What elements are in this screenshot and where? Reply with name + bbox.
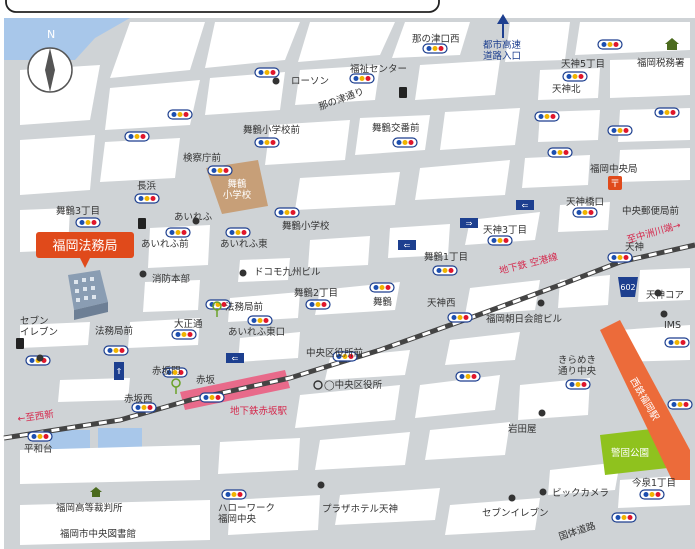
label-maizuru-1: 舞鶴1丁目 bbox=[424, 251, 468, 263]
label-plaza-hotel: プラザホテル天神 bbox=[322, 503, 398, 515]
nishitetsu-line bbox=[600, 320, 690, 480]
label-airenfu-mae: あいれふ前 bbox=[141, 238, 189, 250]
label-akasaka: 赤坂 bbox=[196, 375, 216, 386]
traffic-signals bbox=[25, 39, 693, 523]
label-maizuru-koban-mae: 舞鶴交番前 bbox=[372, 122, 420, 134]
label-tenjin: 天神 bbox=[625, 241, 644, 253]
label-keigo-park: 警固公園 bbox=[611, 447, 649, 459]
subway-exit-icon-2 bbox=[171, 378, 181, 394]
label-seven-eleven-w: セブンイレブン bbox=[20, 315, 58, 338]
label-tenjin-kita: 天神北 bbox=[552, 83, 581, 95]
label-maizuru-school: 舞鶴小学校 bbox=[223, 178, 252, 201]
label-kensatsu-mae: 検察庁前 bbox=[183, 152, 221, 164]
court-icon bbox=[90, 487, 102, 497]
label-airenfu: あいれふ bbox=[174, 212, 213, 223]
compass-n-label: N bbox=[47, 28, 55, 41]
label-tenjin-3: 天神3丁目 bbox=[483, 224, 527, 236]
label-subway-akasaka: 地下鉄赤坂駅 bbox=[230, 405, 288, 417]
city-hall-marker-icon bbox=[313, 380, 323, 390]
label-fukuoka-zeimusho: 福岡税務署 bbox=[637, 57, 685, 69]
one-way-arrows: ⇒ ⇐ ⇐ ⇐ ⇑ bbox=[114, 200, 534, 380]
label-hello-work: ハローワーク福岡中央 bbox=[218, 503, 275, 525]
svg-text:⇐: ⇐ bbox=[404, 241, 411, 250]
label-houmukyoku-mae: 法務局前 bbox=[225, 301, 263, 313]
svg-text:⇐: ⇐ bbox=[232, 354, 239, 363]
label-fukushi-center: 福祉センター bbox=[350, 63, 407, 75]
label-seven-eleven-s: セブンイレブン bbox=[482, 507, 549, 519]
legal-bureau-label: 福岡法務局 bbox=[52, 239, 117, 254]
label-heiwadai: 平和台 bbox=[24, 443, 53, 455]
label-koutou-saibansho: 福岡高等裁判所 bbox=[56, 502, 123, 514]
label-maizuru-2: 舞鶴2丁目 bbox=[294, 287, 338, 299]
city-blocks bbox=[20, 22, 690, 545]
label-nagahama: 長浜 bbox=[137, 181, 157, 192]
legal-bureau-pointer-icon bbox=[80, 258, 90, 268]
label-airenfu-higashi: あいれふ東 bbox=[220, 238, 268, 250]
label-maizuru-shogakko-mae: 舞鶴小学校前 bbox=[243, 124, 300, 136]
label-akasakamon: 赤坂門 bbox=[152, 366, 181, 377]
label-akasaka-nishi: 赤坂西 bbox=[124, 394, 153, 405]
label-chuo-toshokan: 福岡市中央図書館 bbox=[60, 528, 136, 540]
label-tenjin-5: 天神5丁目 bbox=[561, 58, 605, 70]
subway-exit-icon-1 bbox=[212, 301, 222, 317]
label-iwataya: 岩田屋 bbox=[508, 423, 537, 435]
label-ims: IMS bbox=[664, 320, 681, 331]
label-chuo-kuyakusho-mae: 中央区役所前 bbox=[306, 347, 363, 359]
label-maizuru: 舞鶴 bbox=[373, 296, 393, 308]
gas-station-icon bbox=[399, 87, 407, 98]
label-tenjin-nishi: 天神西 bbox=[427, 297, 456, 309]
tax-office-icon bbox=[665, 38, 679, 50]
expressway-arrow-icon bbox=[497, 14, 509, 38]
legal-bureau-badge[interactable] bbox=[36, 232, 134, 258]
legal-bureau[interactable]: 福岡法務局 bbox=[36, 232, 134, 320]
svg-text:⇐: ⇐ bbox=[522, 201, 529, 210]
label-tenjin-kyobashi: 天神橋口 bbox=[566, 196, 604, 208]
gas-station-icon-3 bbox=[16, 338, 24, 349]
label-nanotsuguchi-nishi: 那の津口西 bbox=[412, 34, 460, 45]
label-urban-expressway: 都市高速道路入口 bbox=[483, 39, 522, 62]
label-big-camera: ビックカメラ bbox=[552, 488, 609, 499]
label-toward-nishijin: ←至西新 bbox=[17, 408, 55, 425]
label-shobo-honbu: 消防本部 bbox=[152, 273, 190, 285]
label-kirameki: きらめき通り中央 bbox=[558, 355, 597, 377]
label-lawson: ローソン bbox=[291, 76, 329, 87]
label-fukuoka-chuo-kyoku: 福岡中央局 bbox=[590, 163, 638, 175]
label-imaizumi-1: 今泉1丁目 bbox=[632, 477, 676, 489]
post-office-icon: 〒 bbox=[608, 176, 622, 190]
keigo-park-block bbox=[600, 428, 668, 475]
label-fukuoka-asahi: 福岡朝日会館ビル bbox=[486, 313, 563, 325]
route-602-badge: 602 bbox=[618, 277, 638, 297]
route-badge-label: 602 bbox=[620, 283, 635, 292]
gas-station-icon-2 bbox=[138, 218, 146, 229]
label-taisho-dori: 大正通 bbox=[174, 318, 203, 330]
water-harbor bbox=[4, 18, 130, 60]
label-airenfu-higashiguchi: あいれふ東口 bbox=[228, 326, 285, 338]
svg-text:⇑: ⇑ bbox=[116, 367, 123, 376]
label-houmukyoku-mae-2: 法務局前 bbox=[95, 325, 133, 337]
label-tenjin-core: 天神コア bbox=[646, 289, 684, 301]
label-docomo: ドコモ九州ビル bbox=[254, 266, 321, 278]
top-search-bar[interactable] bbox=[5, 0, 440, 13]
label-chuo-yubinkyoku: 中央郵便局前 bbox=[622, 205, 679, 217]
label-chuo-kuyakusho: ◯中央区役所 bbox=[324, 379, 383, 391]
label-maizuru-shogakko: 舞鶴小学校 bbox=[282, 220, 330, 232]
label-maizuru-3: 舞鶴3丁目 bbox=[56, 205, 100, 217]
landmark-dots bbox=[36, 77, 668, 502]
north-arrow-icon bbox=[45, 48, 55, 92]
svg-text:〒: 〒 bbox=[610, 179, 620, 190]
place-labels: 那の津口西 ローソン 福祉センター 那の津通り 舞鶴小学校前 舞鶴交番前 天神5… bbox=[20, 34, 685, 540]
railway-dashes bbox=[3, 243, 695, 440]
svg-text:⇒: ⇒ bbox=[466, 219, 473, 228]
compass: N bbox=[27, 28, 73, 93]
building-icon bbox=[68, 270, 108, 320]
